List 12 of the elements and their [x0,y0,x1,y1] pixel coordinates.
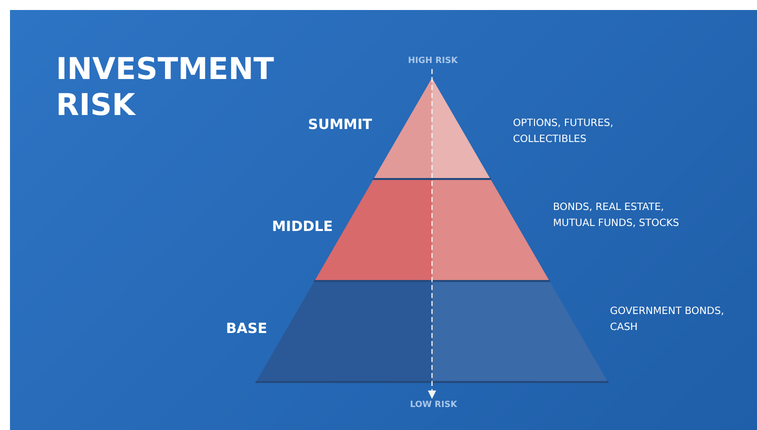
pyramid-tier [226,282,608,383]
risk-label: LOW RISK [410,400,458,411]
tier-label: MIDDLE [272,219,333,235]
tier-label: SUMMIT [308,117,372,133]
tier-description: GOVERNMENT BONDS, CASH [610,305,726,335]
tier-label: BASE [226,320,268,336]
risk-label: HIGH RISK [408,56,458,67]
pyramid-tier [308,78,492,180]
tier-description: BONDS, REAL ESTATE, MUTUAL FUNDS, STOCKS [553,201,680,231]
pyramid-tier [272,180,550,282]
tier-description: OPTIONS, FUTURES, COLLECTIBLES [513,117,614,147]
title: INVESTMENT RISK [56,52,275,124]
